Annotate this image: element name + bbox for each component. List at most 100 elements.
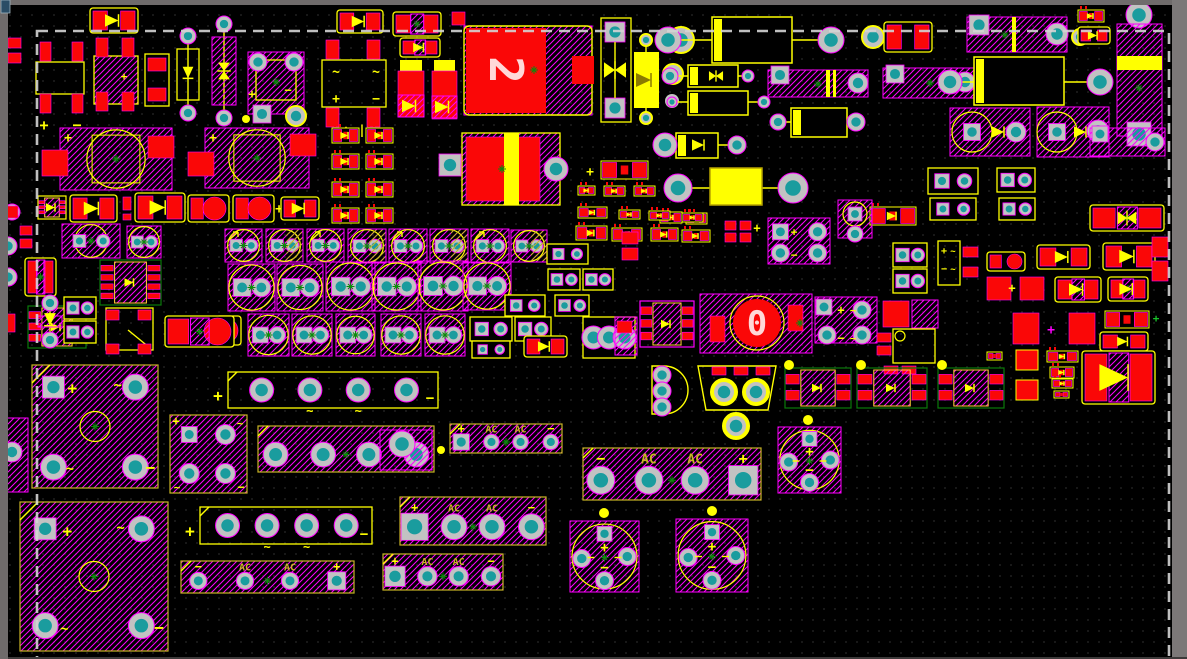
fp-th[interactable] <box>852 300 872 320</box>
fp-capy[interactable] <box>892 268 928 294</box>
fp-capy[interactable] <box>554 294 590 317</box>
fp-poly[interactable] <box>697 365 777 411</box>
fp-ths[interactable] <box>770 65 790 85</box>
fp-capy[interactable] <box>547 268 581 291</box>
fp-pad[interactable] <box>325 107 340 128</box>
fp-dot[interactable] <box>437 446 445 454</box>
fp-lbl[interactable]: − <box>941 264 947 275</box>
fp-th[interactable] <box>652 365 672 385</box>
fp-cir[interactable] <box>894 330 906 342</box>
fp-res[interactable] <box>575 222 608 241</box>
fp-dsm[interactable] <box>986 251 1026 272</box>
fp-pad[interactable] <box>1019 276 1045 301</box>
fp-ths[interactable] <box>847 206 863 222</box>
fp-bsq4[interactable]: +~~− <box>169 414 248 494</box>
fp-axd[interactable] <box>661 64 755 88</box>
fp-hat[interactable] <box>1116 23 1163 137</box>
fp-soic[interactable] <box>937 367 1005 409</box>
fp-th[interactable] <box>722 412 750 440</box>
fp-sipb[interactable]: +~~− <box>185 506 373 554</box>
fp-org[interactable] <box>814 80 822 88</box>
fp-pad[interactable] <box>755 366 771 376</box>
fp-res[interactable] <box>618 206 641 220</box>
fp-pad[interactable] <box>739 232 752 243</box>
fp-dg[interactable] <box>435 100 450 114</box>
fp-dot[interactable] <box>242 115 250 123</box>
fp-dot[interactable] <box>856 360 866 370</box>
fp-dsm[interactable] <box>232 194 275 223</box>
fp-th[interactable] <box>284 52 304 72</box>
fp-axd[interactable] <box>937 56 1114 106</box>
fp-res[interactable] <box>633 182 656 197</box>
fp-lbl[interactable]: + <box>837 303 844 317</box>
fp-capr[interactable] <box>380 313 422 357</box>
fp-silk[interactable] <box>600 17 632 123</box>
fp-res[interactable] <box>1051 375 1074 389</box>
fp-lbl[interactable]: + <box>39 116 48 134</box>
fp-capy[interactable] <box>929 197 977 221</box>
fp-pad[interactable] <box>7 37 22 49</box>
fp-org[interactable] <box>1001 31 1009 39</box>
fp-pad[interactable] <box>71 41 84 62</box>
fp-lbl[interactable]: + <box>332 92 340 107</box>
fp-dsm[interactable] <box>134 192 186 223</box>
fp-th[interactable] <box>846 225 864 243</box>
fp-pad[interactable] <box>122 196 132 211</box>
fp-dsm[interactable] <box>392 11 442 37</box>
fp-pad[interactable] <box>325 39 340 60</box>
fp-axd[interactable] <box>769 107 866 138</box>
fp-lbl[interactable]: + <box>1008 281 1015 295</box>
fp-b2[interactable]: 2 <box>463 25 594 116</box>
fp-res[interactable] <box>603 182 626 197</box>
fp-res[interactable] <box>331 124 360 144</box>
fp-pad[interactable] <box>733 366 749 376</box>
fp-pad[interactable] <box>137 309 152 321</box>
fp-res[interactable] <box>648 207 671 221</box>
fp-dot[interactable] <box>937 360 947 370</box>
fp-th[interactable] <box>543 156 569 182</box>
fp-capy[interactable] <box>996 167 1036 193</box>
fp-ths[interactable] <box>1091 125 1109 143</box>
fp-org[interactable] <box>926 79 934 87</box>
fp-capy[interactable] <box>927 167 979 195</box>
fp-soic[interactable] <box>37 195 67 220</box>
fp-pad[interactable] <box>71 93 84 114</box>
fp-pad[interactable] <box>962 266 979 278</box>
fp-soic[interactable] <box>639 300 695 348</box>
fp-capr[interactable] <box>470 228 510 264</box>
fp-org[interactable] <box>272 78 280 86</box>
fp-ypad[interactable] <box>1015 349 1039 371</box>
fp-pad[interactable] <box>105 343 120 355</box>
fp-th[interactable] <box>1045 22 1069 46</box>
fp-res[interactable] <box>1053 390 1070 399</box>
fp-dg[interactable] <box>1074 126 1087 138</box>
fp-lbl[interactable]: + <box>121 70 128 83</box>
fp-lbl[interactable]: ~ <box>850 304 857 317</box>
fp-capr[interactable] <box>126 225 162 259</box>
fp-ths[interactable] <box>963 123 981 141</box>
fp-pad[interactable] <box>187 151 215 177</box>
fp-lbl[interactable]: ~ <box>950 265 956 275</box>
fp-dsm[interactable] <box>1036 244 1091 270</box>
fp-axd[interactable] <box>652 132 747 159</box>
fp-pad[interactable] <box>986 276 1012 301</box>
fp-capr[interactable] <box>388 228 428 264</box>
fp-lbl[interactable]: + <box>1153 312 1160 325</box>
fp-th[interactable] <box>710 378 738 406</box>
fp-soic[interactable] <box>856 367 928 409</box>
fp-th[interactable] <box>248 52 268 72</box>
fp-capr[interactable] <box>61 223 121 259</box>
fp-pad[interactable] <box>1151 236 1169 258</box>
fp-th[interactable] <box>817 325 837 345</box>
fp-dsm[interactable] <box>1107 276 1149 302</box>
fp-res[interactable] <box>869 203 917 226</box>
fp-th[interactable] <box>742 378 770 406</box>
fp-org[interactable] <box>498 165 506 173</box>
fp-th[interactable] <box>861 25 885 49</box>
fp-pad[interactable] <box>451 11 466 26</box>
fp-res[interactable] <box>600 160 649 180</box>
fp-th[interactable] <box>1125 1 1153 29</box>
